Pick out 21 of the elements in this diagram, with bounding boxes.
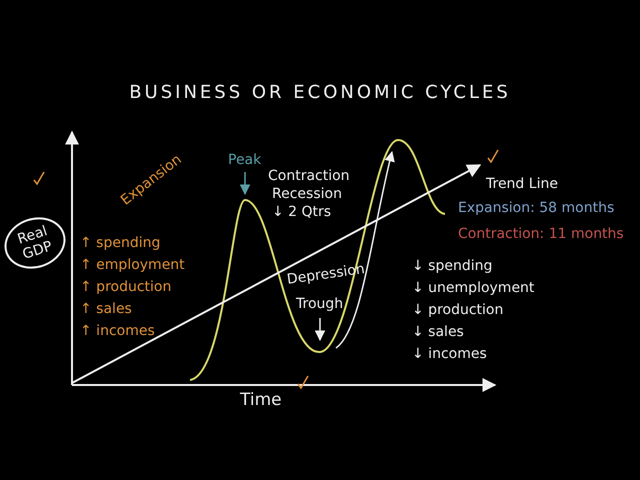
phase-label: Recession [272, 186, 342, 202]
indicator-text: ↓ incomes [412, 346, 487, 362]
phase-label: Depression [286, 261, 366, 288]
indicator-text: ↓ unemployment [412, 280, 534, 296]
indicator-text: ↑ sales [80, 301, 132, 317]
indicator-text: ↓ production [412, 302, 504, 318]
indicator-text: ↑ spending [80, 235, 160, 251]
peak-label: Peak [228, 152, 262, 168]
trough-label: Trough [296, 296, 344, 312]
indicator-text: ↓ sales [412, 324, 464, 340]
trend-line-label: Trend Line [486, 176, 558, 192]
contraction-duration-text: Contraction: 11 months [458, 226, 624, 242]
duration-note: ↓ 2 Qtrs [272, 204, 332, 220]
title: BUSINESS OR ECONOMIC CYCLES [128, 82, 512, 103]
indicator-text: ↓ spending [412, 258, 492, 274]
indicator-text: ↑ production [80, 279, 172, 295]
axis-label: Time [240, 392, 282, 408]
expansion-duration-text: Expansion: 58 months [458, 200, 614, 216]
indicator-text: ↑ incomes [80, 323, 155, 339]
indicator-text: ↑ employment [80, 257, 185, 273]
phase-label: Contraction [268, 168, 350, 184]
